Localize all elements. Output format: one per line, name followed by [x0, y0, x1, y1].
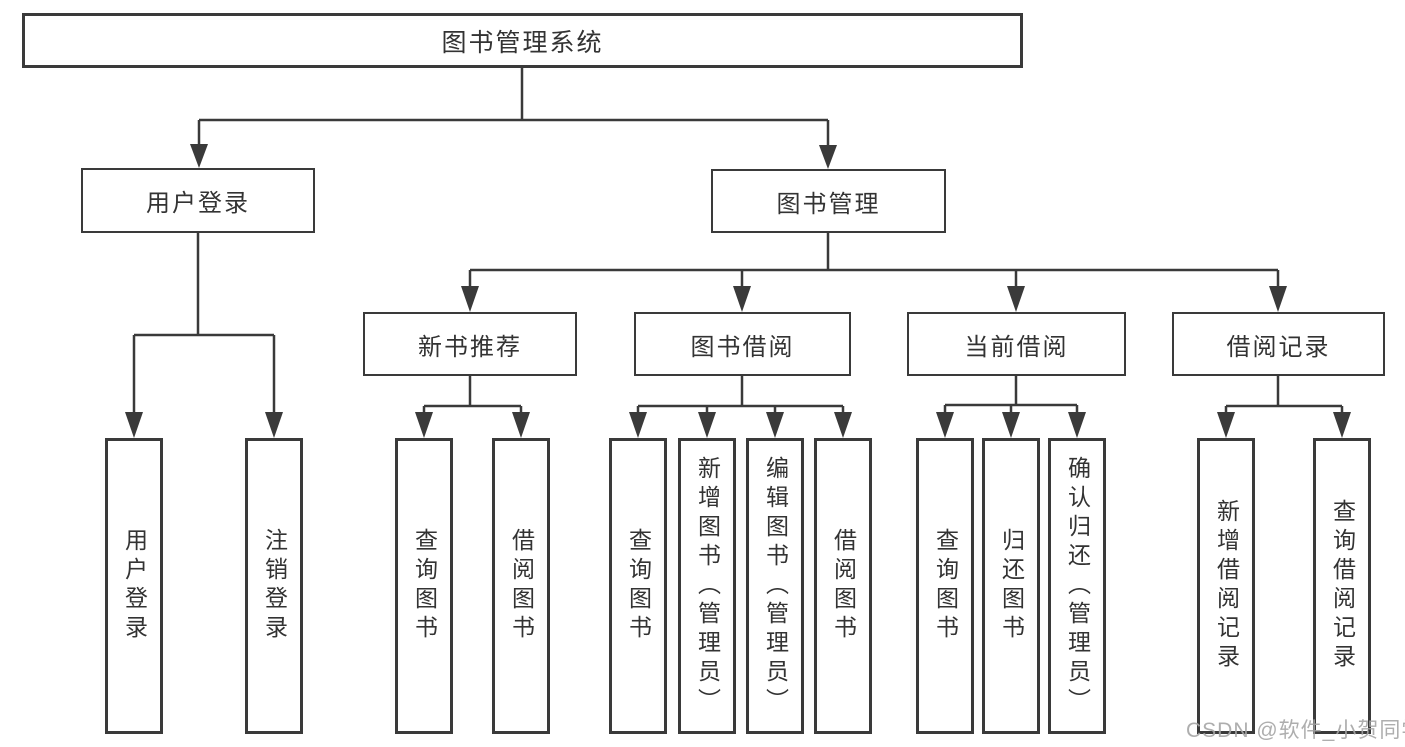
node-book-mgmt: 图书管理 — [711, 169, 946, 233]
leaf-label: 查询图书 — [625, 528, 652, 644]
node-borrow-record-label: 借阅记录 — [1226, 333, 1331, 361]
leaf-logout: 注销登录 — [245, 438, 303, 734]
node-current-borrow-label: 当前借阅 — [964, 333, 1069, 361]
leaf-rec-query-books: 查询图书 — [395, 438, 453, 734]
connector-new-book-rec-to-leaves — [415, 376, 530, 438]
leaf-bb-add-books: 新增图书（管理员） — [678, 438, 736, 734]
leaf-bb-borrow-books: 借阅图书 — [814, 438, 872, 734]
node-book-borrow-label: 图书借阅 — [690, 333, 795, 361]
leaf-user-login: 用户登录 — [105, 438, 163, 734]
node-book-borrow: 图书借阅 — [634, 312, 851, 376]
leaf-cb-confirm-return: 确认归还（管理员） — [1048, 438, 1106, 734]
connector-book-borrow-to-leaves — [629, 376, 852, 438]
connector-user-login-to-leaves — [125, 233, 283, 438]
leaf-label: 编辑图书（管理员） — [762, 455, 789, 717]
node-user-login-label: 用户登录 — [146, 190, 250, 217]
node-new-book-rec-label: 新书推荐 — [418, 333, 522, 361]
connector-borrow-record-to-leaves — [1217, 376, 1351, 438]
node-new-book-rec: 新书推荐 — [363, 312, 577, 376]
node-book-mgmt-label: 图书管理 — [776, 190, 881, 218]
leaf-label: 借阅图书 — [830, 528, 857, 644]
leaf-br-query-record: 查询借阅记录 — [1313, 438, 1371, 734]
leaf-bb-query-books: 查询图书 — [609, 438, 667, 734]
leaf-label: 查询图书 — [411, 528, 438, 644]
leaf-cb-return-books: 归还图书 — [982, 438, 1040, 734]
leaf-label: 用户登录 — [121, 528, 148, 644]
node-current-borrow: 当前借阅 — [907, 312, 1126, 376]
leaf-label: 查询借阅记录 — [1329, 499, 1356, 673]
leaf-label: 新增借阅记录 — [1213, 499, 1240, 673]
leaf-cb-query-books: 查询图书 — [916, 438, 974, 734]
node-borrow-record: 借阅记录 — [1172, 312, 1385, 376]
csdn-watermark: CSDN @软件_小贺同学 — [1186, 719, 1405, 742]
connector-root-to-level2 — [190, 68, 837, 169]
leaf-rec-borrow-books: 借阅图书 — [492, 438, 550, 734]
leaf-label: 归还图书 — [998, 528, 1025, 644]
connector-book-mgmt-to-level3 — [461, 233, 1287, 312]
leaf-label: 确认归还（管理员） — [1064, 455, 1091, 717]
leaf-label: 借阅图书 — [508, 528, 535, 644]
leaf-br-add-record: 新增借阅记录 — [1197, 438, 1255, 734]
leaf-label: 新增图书（管理员） — [694, 455, 721, 717]
leaf-label: 查询图书 — [932, 528, 959, 644]
leaf-label: 注销登录 — [261, 528, 288, 644]
leaf-bb-edit-books: 编辑图书（管理员） — [746, 438, 804, 734]
connector-current-borrow-to-leaves — [936, 376, 1086, 438]
node-user-login: 用户登录 — [81, 168, 315, 233]
node-root-label: 图书管理系统 — [441, 28, 604, 57]
node-root: 图书管理系统 — [22, 13, 1023, 68]
